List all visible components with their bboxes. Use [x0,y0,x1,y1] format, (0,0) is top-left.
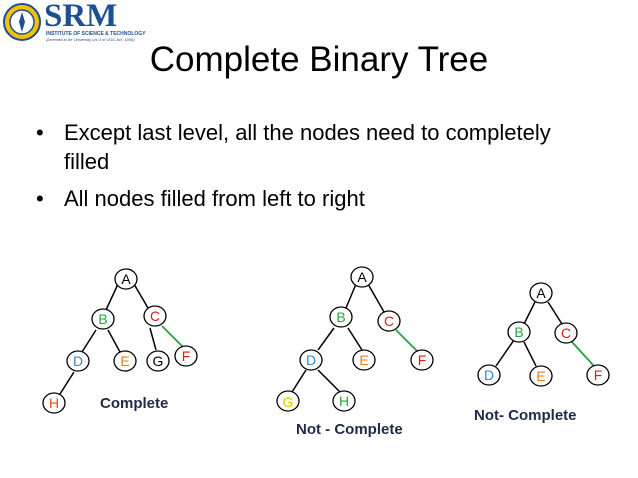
tree-node: C [377,310,401,332]
tree-edge [547,301,563,325]
tree-edge [149,327,157,351]
tree-node: E [352,349,376,371]
tree-node: E [529,365,553,387]
tree-node: B [329,306,353,328]
tree-node: B [91,308,115,330]
tree-edge [345,283,357,309]
tree-node: A [529,282,553,304]
tree-edge [161,325,185,349]
bullet-dot-icon: • [36,120,44,145]
srm-logo: SRM INSTITUTE OF SCIENCE & TECHNOLOGY (D… [2,0,145,42]
tree-node: C [143,305,167,327]
tree-complete: A B C D E G F H Complete [42,268,198,414]
tree-edge [495,339,515,367]
node-label: H [339,393,349,409]
tree-edge [105,283,119,311]
tree-node: H [332,390,356,412]
node-label: A [121,271,131,287]
node-label: C [384,313,394,329]
tree-node: D [299,349,323,371]
tree-node: E [113,350,137,372]
tree-edge [59,371,75,395]
node-label: D [306,352,316,368]
node-label: B [514,324,523,340]
logo-subtitle: INSTITUTE OF SCIENCE & TECHNOLOGY [46,31,146,37]
tree-edge [347,327,363,351]
tree-node: A [114,268,138,290]
tree-node: H [42,392,66,414]
node-label: F [594,367,603,383]
tree-not-complete-2: A B C D E F Not- Complete [474,282,610,424]
logo-tagline: (Deemed to be University u/s 3 of UGC Ac… [46,37,135,42]
bullet-text: All nodes filled from left to right [64,186,365,211]
node-label: E [536,368,545,384]
node-label: D [484,367,494,383]
tree-node: F [586,364,610,386]
tree-edge [571,341,595,367]
tree-edge [395,329,419,353]
tree-edge [317,327,335,351]
srm-emblem-icon [3,3,41,41]
node-label: H [49,395,59,411]
node-label: E [359,352,368,368]
tree-edge [291,369,307,393]
bullet-item: • All nodes filled from left to right [36,184,556,213]
tree-edge [133,283,149,309]
logo-wordmark: SRM [44,0,118,34]
tree-node: G [146,350,170,372]
tree-not-complete: A B C D E F G H Not - Complete [276,266,434,438]
tree-node: F [174,345,198,367]
node-label: B [98,311,107,327]
tree-node: B [507,321,531,343]
node-label: E [120,353,129,369]
bullet-list: • Except last level, all the nodes need … [36,118,556,221]
tree-caption: Complete [100,395,168,412]
tree-edge [523,301,536,325]
node-label: C [561,325,571,341]
node-label: A [536,285,546,301]
node-label: G [153,353,164,369]
tree-caption: Not- Complete [474,407,577,424]
node-label: A [357,269,367,285]
tree-edge [107,329,121,353]
node-label: F [418,352,427,368]
bullet-item: • Except last level, all the nodes need … [36,118,556,176]
tree-node: C [554,322,578,344]
tree-node: D [66,350,90,372]
tree-edge [367,283,385,313]
slide-title: Complete Binary Tree [149,40,489,79]
bullet-text: Except last level, all the nodes need to… [64,120,551,174]
node-label: G [283,394,294,410]
node-label: D [73,353,83,369]
tree-node: D [477,364,501,386]
tree-caption: Not - Complete [296,421,403,438]
bullet-dot-icon: • [36,186,44,211]
tree-edge [317,369,341,393]
tree-node: G [276,390,300,412]
node-label: C [150,308,160,324]
tree-edge [523,341,537,367]
tree-edge [81,329,97,353]
node-label: B [336,309,345,325]
node-label: F [182,348,191,364]
tree-node: A [350,266,374,288]
tree-diagrams: A B C D E G F H Complete [42,266,610,438]
tree-node: F [410,349,434,371]
